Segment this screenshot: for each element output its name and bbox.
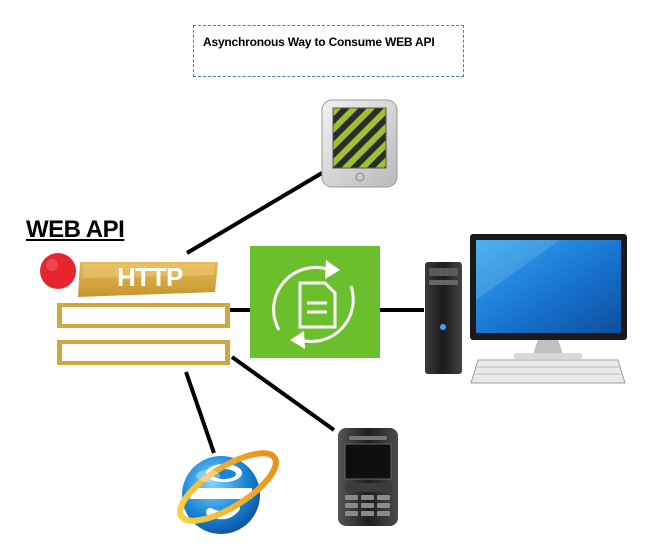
http-label: HTTP [117,262,183,292]
connector-line-browser [184,371,216,454]
status-indicator-red [40,253,76,289]
diagram-title-box: Asynchronous Way to Consume WEB API [193,25,464,77]
diagram-title: Asynchronous Way to Consume WEB API [203,35,435,49]
mobile-phone-icon [338,428,398,526]
connector-line-tablet [185,171,324,255]
internet-explorer-icon [177,450,279,534]
tablet-icon [321,99,398,188]
connector-line-phone [230,355,336,432]
async-document-sync-icon [250,246,380,358]
web-api-server-icon [40,253,230,365]
web-api-label: WEB API [26,216,125,243]
desktop-computer-icon [425,234,627,384]
